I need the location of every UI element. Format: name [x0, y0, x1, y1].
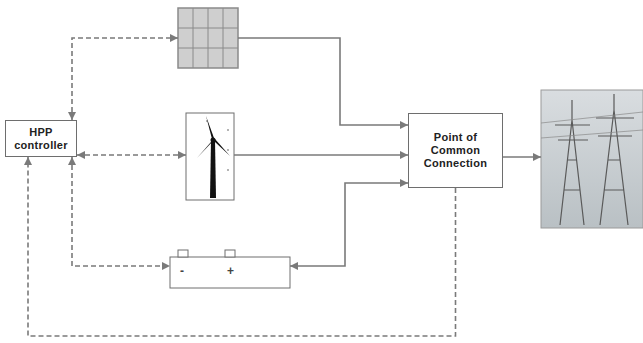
- node-label: HPP controller: [10, 126, 72, 152]
- node-label: Point of Common Connection: [413, 131, 498, 170]
- control-signal-line: [72, 38, 186, 266]
- solar-panel: [178, 8, 238, 68]
- feedback-connector: [28, 157, 456, 336]
- connection-box: Point of Common Connection: [408, 113, 503, 188]
- transmission-tower-photo: [541, 90, 643, 228]
- wind-turbine: [186, 113, 234, 200]
- polarity-sign: -: [180, 265, 184, 277]
- controller-box: HPP controller: [5, 120, 77, 157]
- polarity-sign: +: [227, 265, 234, 277]
- power-line: [234, 38, 541, 266]
- battery-symbol: [170, 250, 290, 288]
